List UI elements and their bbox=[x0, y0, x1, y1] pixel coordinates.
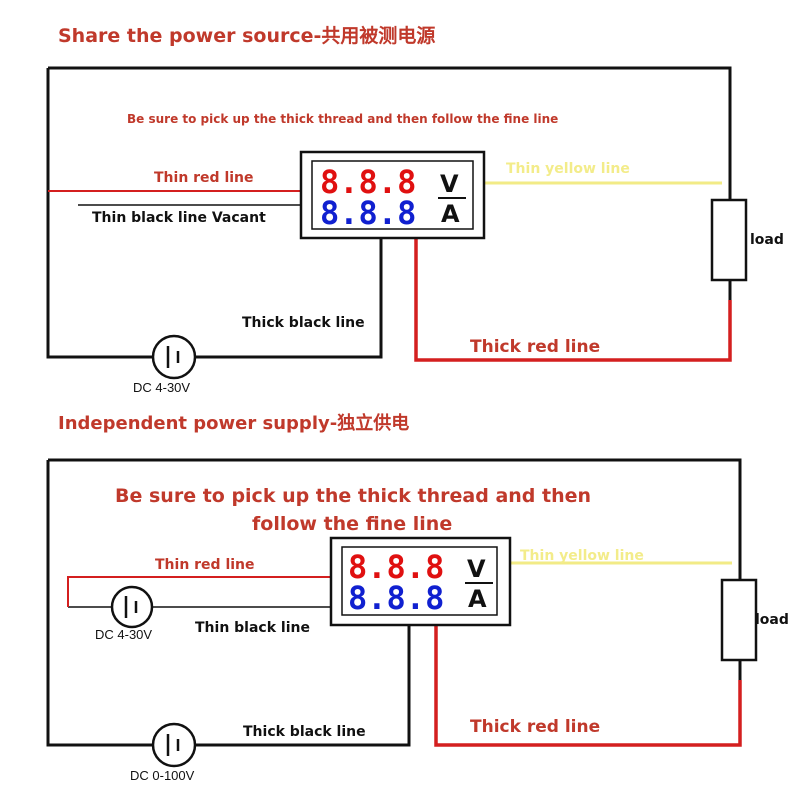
bottom-instruction-line2: follow the fine line bbox=[252, 513, 452, 535]
top-meter-body bbox=[299, 150, 486, 240]
top-instruction: Be sure to pick up the thick thread and … bbox=[127, 112, 558, 126]
bottom-volts-display: 8.8.8 bbox=[348, 548, 444, 586]
bottom-amps-unit: A bbox=[468, 585, 487, 613]
top-thick-red-wire bbox=[414, 238, 732, 362]
bottom-meter-bezel bbox=[341, 546, 498, 616]
bottom-thick-black-label: Thick black line bbox=[243, 724, 366, 740]
top-source-label: DC 4-30V bbox=[133, 380, 190, 395]
top-volts-display: 8.8.8 bbox=[320, 163, 416, 201]
top-amps-unit: A bbox=[441, 200, 460, 228]
bottom-thick-black-wire bbox=[196, 625, 411, 747]
bottom-main-source-label: DC 0-100V bbox=[130, 768, 195, 783]
top-volts-unit: V bbox=[440, 170, 459, 198]
bottom-thin-red-wire bbox=[67, 576, 331, 607]
top-outer-wire bbox=[48, 66, 732, 200]
bottom-voltmeter-ammeter: 8.8.8 8.8.8 V A bbox=[329, 536, 512, 627]
bottom-aux-dc-source-icon bbox=[110, 585, 154, 629]
top-dc-source-icon bbox=[151, 334, 197, 380]
top-thick-black-label: Thick black line bbox=[242, 315, 365, 331]
bottom-volts-unit: V bbox=[467, 555, 486, 583]
top-amps-display: 8.8.8 bbox=[320, 194, 416, 232]
bottom-aux-source-label: DC 4-30V bbox=[95, 627, 152, 642]
top-thick-red-label: Thick red line bbox=[470, 337, 600, 357]
bottom-load-label: load bbox=[755, 612, 789, 628]
bottom-main-dc-source-icon bbox=[151, 722, 197, 768]
top-load-label: load bbox=[750, 232, 784, 248]
top-thin-red-label: Thin red line bbox=[154, 170, 254, 186]
top-left-wire bbox=[46, 68, 152, 359]
bottom-load-resistor bbox=[720, 578, 758, 662]
bottom-left-wire bbox=[46, 460, 152, 747]
bottom-amps-display: 8.8.8 bbox=[348, 579, 444, 617]
bottom-thick-red-label: Thick red line bbox=[470, 717, 600, 737]
bottom-thick-red-wire bbox=[434, 625, 742, 747]
bottom-title: Independent power supply-独立供电 bbox=[58, 412, 409, 434]
top-thin-black-label: Thin black line Vacant bbox=[92, 210, 266, 226]
bottom-meter-body bbox=[329, 536, 512, 627]
top-diagram: Share the power source-共用被测电源 Be sure to… bbox=[46, 24, 784, 395]
top-thick-black-wire bbox=[196, 238, 383, 359]
bottom-outer-wire bbox=[48, 458, 742, 580]
top-title: Share the power source-共用被测电源 bbox=[58, 24, 435, 47]
top-voltmeter-ammeter: 8.8.8 8.8.8 V A bbox=[299, 150, 486, 240]
bottom-thin-red-label: Thin red line bbox=[155, 557, 255, 573]
bottom-thin-black-label: Thin black line bbox=[195, 620, 310, 636]
bottom-diagram: Independent power supply-独立供电 Be sure to… bbox=[46, 412, 789, 783]
bottom-thin-yellow-label: Thin yellow line bbox=[520, 548, 644, 564]
top-thin-yellow-label: Thin yellow line bbox=[506, 161, 630, 177]
top-meter-bezel bbox=[311, 160, 474, 230]
bottom-instruction-line1: Be sure to pick up the thick thread and … bbox=[115, 485, 591, 507]
top-load-resistor bbox=[710, 198, 748, 282]
